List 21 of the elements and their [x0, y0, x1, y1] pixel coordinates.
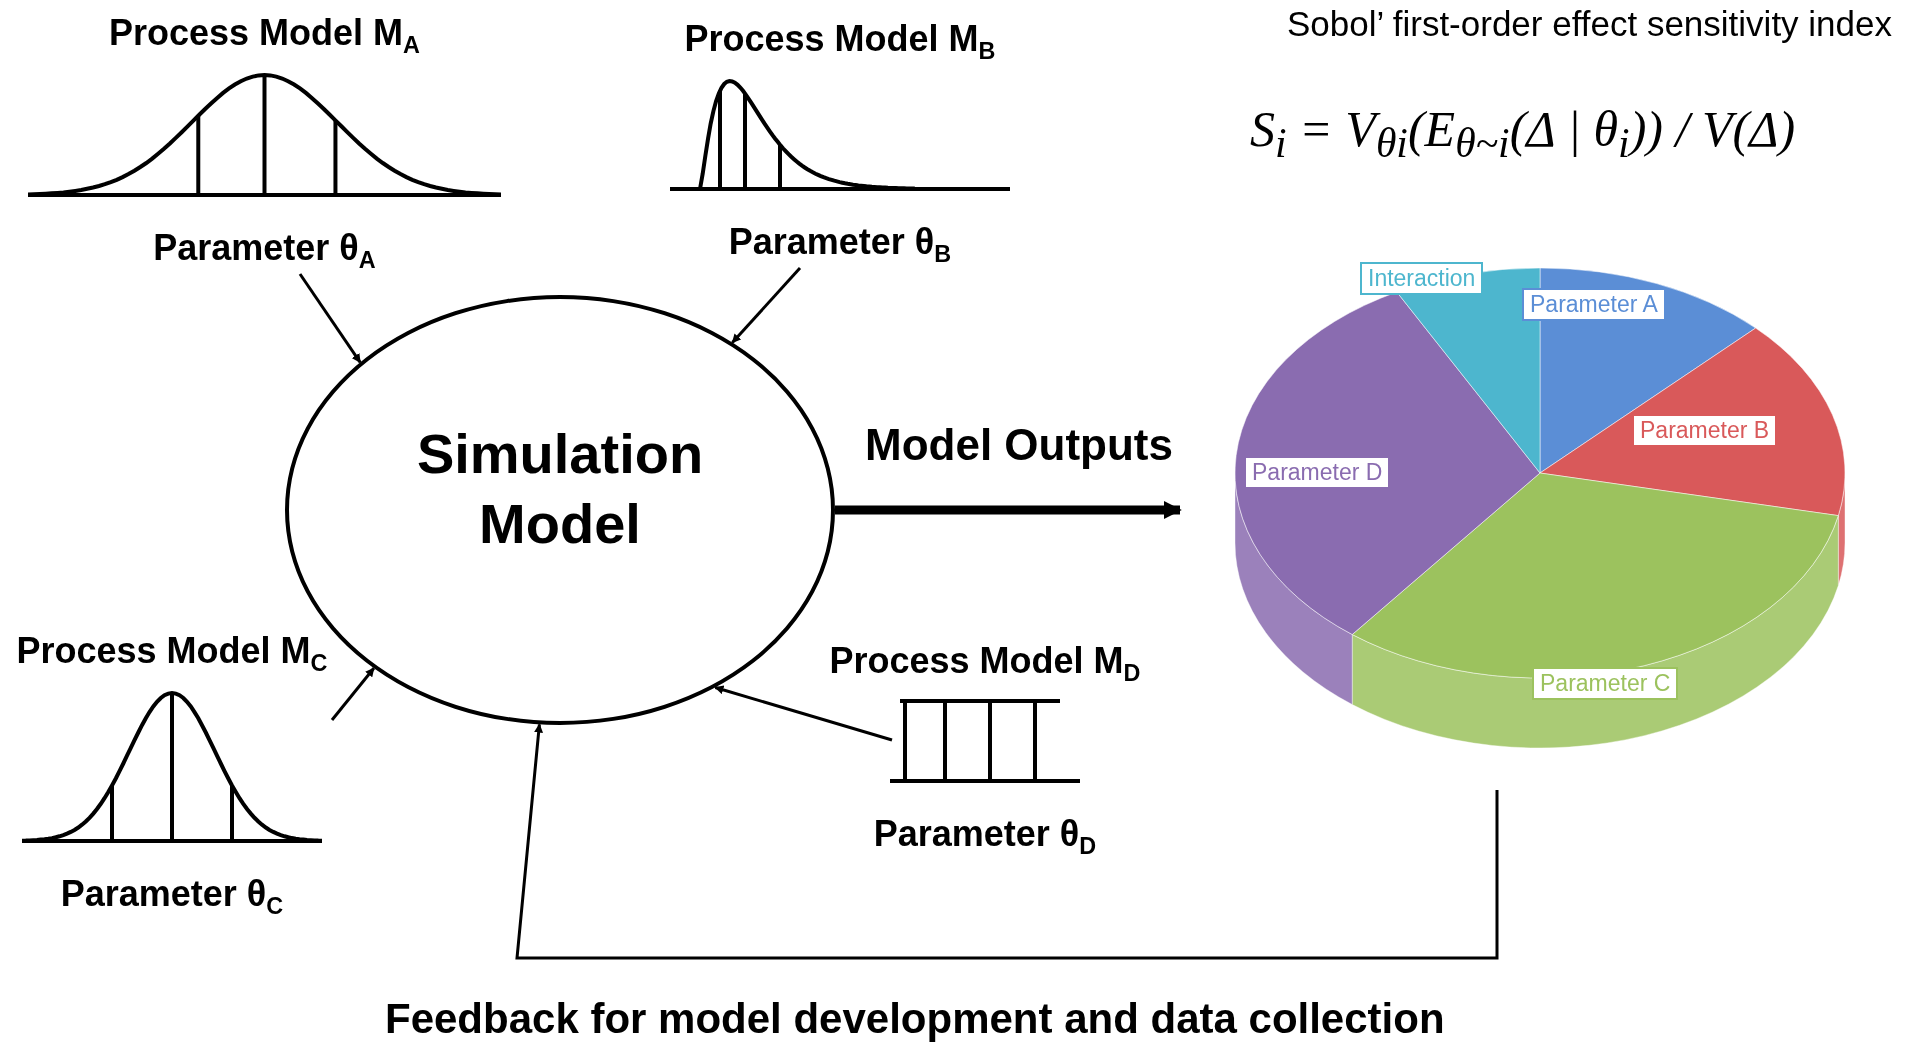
slice-label: Interaction [1360, 262, 1484, 295]
model-title: Process Model M$_{A}$ [108, 12, 421, 60]
chart-title: Sobol’ first-order effect sensitivity index [1287, 4, 1892, 44]
arrow [714, 685, 893, 742]
model-title: Process Model M$_{C}$ [15, 630, 329, 678]
parameter-label: Parameter θ$_{D}$ [872, 812, 1098, 860]
model-title: Process Model M$_{B}$ [683, 18, 997, 66]
arrow [515, 723, 1499, 960]
arrow [835, 501, 1182, 519]
parameter-label: Parameter θ$_{A}$ [152, 226, 377, 274]
arrow [330, 667, 375, 721]
parameter-label: Parameter θ$_{C}$ [59, 872, 285, 920]
parameter-label: Parameter θ$_{B}$ [727, 220, 953, 268]
slice-label: Parameter A [1522, 288, 1666, 321]
model-title: Process Model M$_{D}$ [828, 640, 1142, 688]
slice-label: Parameter B [1632, 414, 1778, 447]
arrow [298, 273, 362, 364]
arrow [731, 267, 802, 344]
slice-label: Parameter D [1244, 456, 1391, 489]
circle-title: Simulation Model [415, 421, 705, 557]
sensitivity-formula: S$_{i}$ = V$_{θi}$(E$_{θ~i}$(Δ | θ$_{i}$)) / V(Δ) [1250, 100, 1796, 167]
